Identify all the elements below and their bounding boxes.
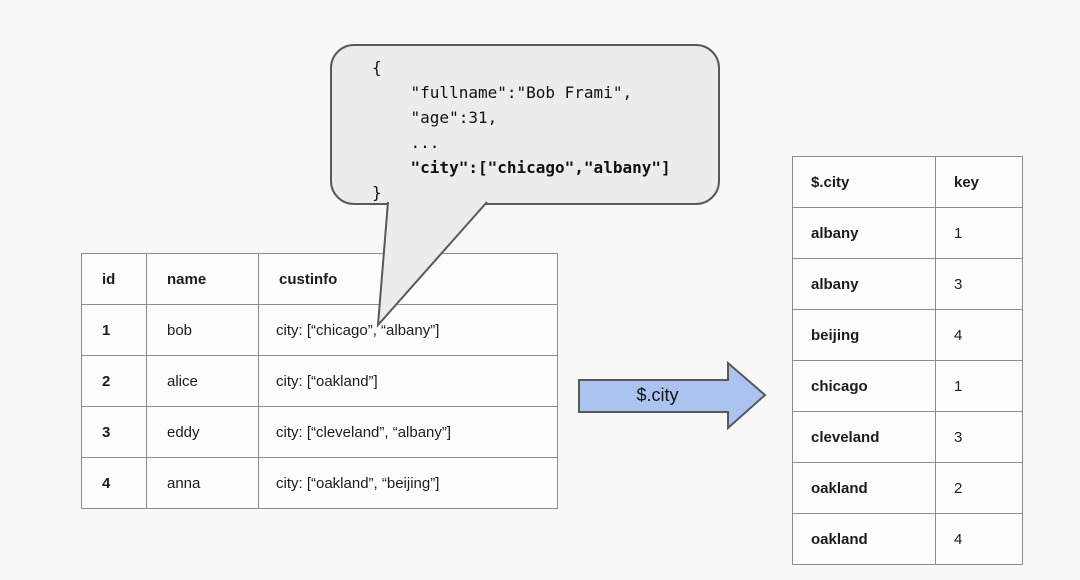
table-row: 4 anna city: [“oakland”, “beijing”] <box>81 457 558 509</box>
table-row: oakland 2 <box>792 462 1023 514</box>
arrow-shape <box>578 360 767 431</box>
table-row: chicago 1 <box>792 360 1023 412</box>
callout-tail <box>376 201 488 328</box>
header-name: name <box>146 253 259 305</box>
header-key: key <box>935 156 1023 208</box>
cell-city: oakland <box>792 513 936 565</box>
table-row: albany 3 <box>792 258 1023 310</box>
cell-custinfo: city: [“oakland”] <box>258 355 558 407</box>
cell-custinfo: city: [“oakland”, “beijing”] <box>258 457 558 509</box>
cell-id: 4 <box>81 457 147 509</box>
arrow-label: $.city <box>636 385 679 405</box>
cell-key: 3 <box>935 258 1023 310</box>
cell-key: 1 <box>935 207 1023 259</box>
cell-id: 2 <box>81 355 147 407</box>
json-callout-bubble: { "fullname":"Bob Frami", "age":31, ... … <box>330 44 720 205</box>
cell-city: beijing <box>792 309 936 361</box>
cell-custinfo: city: [“cleveland”, “albany”] <box>258 406 558 458</box>
table-row: 2 alice city: [“oakland”] <box>81 355 558 407</box>
cell-key: 4 <box>935 513 1023 565</box>
cell-key: 1 <box>935 360 1023 412</box>
code-line-city: "city":["chicago","albany"] <box>372 158 671 177</box>
cell-key: 3 <box>935 411 1023 463</box>
json-code-block: { "fullname":"Bob Frami", "age":31, ... … <box>332 46 718 205</box>
cell-name: bob <box>146 304 259 356</box>
source-table: id name custinfo 1 bob city: [“chicago”,… <box>81 253 558 509</box>
cell-city: albany <box>792 207 936 259</box>
cell-city: chicago <box>792 360 936 412</box>
cell-name: alice <box>146 355 259 407</box>
table-row: 3 eddy city: [“cleveland”, “albany”] <box>81 406 558 458</box>
table-header-row: $.city key <box>792 156 1023 208</box>
table-row: beijing 4 <box>792 309 1023 361</box>
cell-name: eddy <box>146 406 259 458</box>
table-row: 1 bob city: [“chicago”, “albany”] <box>81 304 558 356</box>
table-row: cleveland 3 <box>792 411 1023 463</box>
code-line: } <box>372 183 382 202</box>
code-line: { <box>372 58 382 77</box>
header-id: id <box>81 253 147 305</box>
cell-custinfo: city: [“chicago”, “albany”] <box>258 304 558 356</box>
cell-key: 4 <box>935 309 1023 361</box>
header-city: $.city <box>792 156 936 208</box>
code-line: ... <box>372 133 440 152</box>
cell-id: 3 <box>81 406 147 458</box>
cell-city: albany <box>792 258 936 310</box>
cell-name: anna <box>146 457 259 509</box>
code-line: "fullname":"Bob Frami", <box>372 83 633 102</box>
transform-arrow <box>578 360 767 431</box>
cell-key: 2 <box>935 462 1023 514</box>
cell-city: oakland <box>792 462 936 514</box>
code-line: "age":31, <box>372 108 498 127</box>
table-row: albany 1 <box>792 207 1023 259</box>
cell-city: cleveland <box>792 411 936 463</box>
table-row: oakland 4 <box>792 513 1023 565</box>
result-table: $.city key albany 1 albany 3 beijing 4 c… <box>792 156 1023 565</box>
cell-id: 1 <box>81 304 147 356</box>
